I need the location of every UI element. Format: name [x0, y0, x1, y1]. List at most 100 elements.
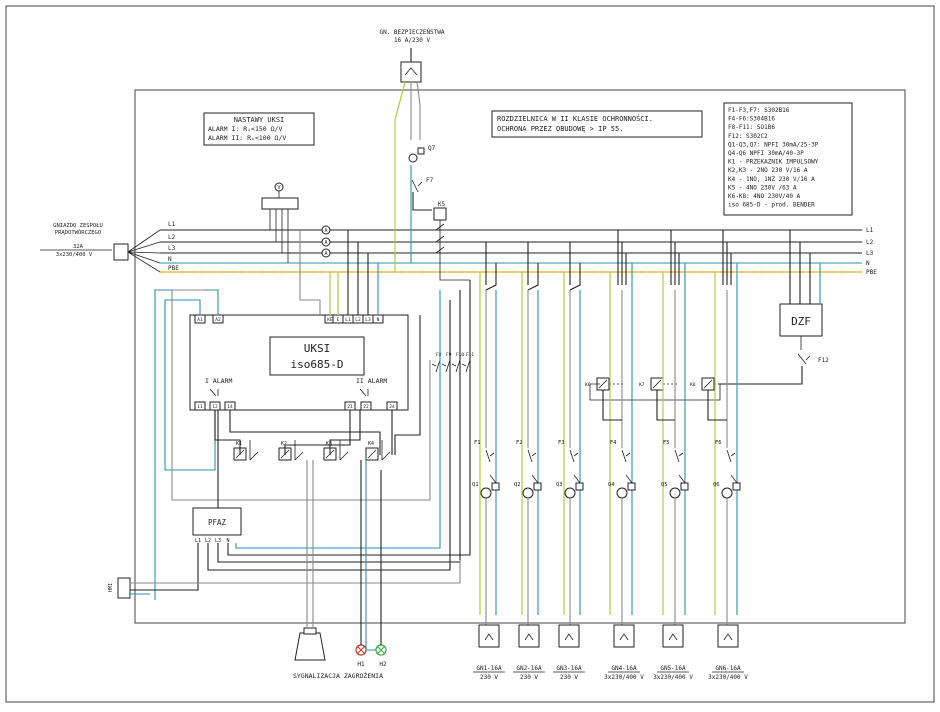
- title-note-line2: OCHRONA PRZEZ OBUDOWĘ > IP 55.: [497, 125, 623, 133]
- relay-k7: K7: [639, 377, 677, 391]
- bus-label-right-0: L1: [866, 227, 874, 234]
- output-rating: 3x230/400 V: [653, 674, 693, 681]
- pfaz-terminal-label: L1: [195, 538, 201, 544]
- hmi-device: [117, 577, 131, 599]
- voltmeter: V: [274, 182, 284, 192]
- bus-label-left-0: L1: [168, 221, 176, 228]
- fuse-f10: F10: [451, 352, 464, 373]
- bus-label-right-4: PBE: [866, 269, 877, 276]
- gen-socket-symbol: [113, 243, 129, 261]
- fuse-label: F8: [436, 352, 442, 358]
- gen-socket-line1: GNIAZDO ZESPOŁU: [53, 223, 103, 229]
- ammeter-3: A: [321, 248, 331, 258]
- relay-label: K1: [236, 441, 242, 447]
- uksi-alarm2: II ALARM: [356, 377, 387, 385]
- fuse-label: F3: [558, 440, 565, 446]
- fuse-label: F2: [516, 440, 523, 446]
- legend-item: K1 - PRZEKAŹNIK IMPULSOWY: [728, 158, 819, 166]
- legend-item: F8-F11: SO1B6: [728, 124, 775, 131]
- rcd-q7: Q7: [408, 145, 436, 163]
- legend-item: K4 - 1NO, 1NZ 230 V/16 A: [728, 176, 815, 183]
- uksi-terminal-bottom-label: 11: [197, 404, 203, 410]
- dzf-label: DZF: [791, 315, 811, 328]
- output-rating: 230 V: [560, 674, 578, 681]
- gen-socket-line4: 3x230/400 V: [56, 252, 93, 258]
- legend-box: [723, 102, 853, 216]
- relay-label: K3: [326, 441, 332, 447]
- fuse-f7: F7: [411, 177, 434, 193]
- rcd-label: Q3: [556, 482, 563, 488]
- legend-item: Q1-Q3,Q7: NPFI 30mA/25-3P: [728, 141, 819, 148]
- output-rating: 230 V: [480, 674, 498, 681]
- relay-label: K4: [368, 441, 374, 447]
- bus-label-right-1: L2: [866, 239, 874, 246]
- relay-k8: K8: [690, 377, 728, 391]
- pfaz-terminal-label: N: [226, 538, 229, 544]
- settings-box: [203, 112, 315, 146]
- enclosure-frame: [134, 89, 906, 624]
- fuse-f8: F8: [431, 352, 442, 373]
- siren: [294, 632, 326, 661]
- bus-label-left-3: N: [168, 256, 172, 263]
- output-name: GN5-16A: [660, 665, 686, 672]
- svg-text:Q7: Q7: [428, 145, 436, 152]
- legend-item: F1-F3,F7: S302B16: [728, 107, 790, 114]
- uksi-terminal-bottom-label: 24: [389, 404, 395, 410]
- fuse-label: F6: [715, 440, 722, 446]
- relay-k2: K2: [278, 440, 304, 461]
- lamp-h2-label: H2: [379, 661, 387, 668]
- ammeter-1: A: [321, 225, 331, 235]
- settings-title: NASTAWY UKSI: [234, 116, 285, 124]
- gen-socket-line2: PRĄDOTWÓRCZEGO: [55, 229, 101, 236]
- rcd-label: Q4: [608, 482, 615, 488]
- uksi-terminal-top-label: L1: [345, 317, 351, 323]
- lamp-h1-label: H1: [357, 661, 365, 668]
- legend-item: K6-K8: 4NO 230V/40 A: [728, 193, 801, 200]
- rcd-label: Q2: [514, 482, 521, 488]
- output-name: GN6-16A: [715, 665, 741, 672]
- top-socket-line2: 16 A/230 V: [394, 37, 431, 44]
- settings-alarm2: ALARM II: Rᵢ<100 Ω/V: [208, 134, 286, 142]
- output-name: GN4-16A: [611, 665, 637, 672]
- uksi-terminal-top-label: L3: [365, 317, 371, 323]
- rcd-label: Q6: [713, 482, 720, 488]
- relay-k4: K4: [365, 440, 391, 461]
- page-frame: [5, 5, 935, 703]
- bus-label-left-1: L2: [168, 234, 176, 241]
- uksi-terminal-top-label: E: [337, 317, 340, 323]
- relay-k5: [433, 207, 447, 221]
- pfaz-name: PFAZ: [208, 518, 227, 527]
- relay-label: K7: [639, 382, 645, 388]
- relay-k5-label: K5: [438, 201, 446, 208]
- relay-k3: K3: [323, 440, 349, 461]
- relay-k1: K1: [233, 440, 259, 461]
- top-socket-line1: GN. BEZPIECZEŃSTWA: [379, 29, 444, 36]
- ammeter-2: A: [321, 237, 331, 247]
- output-name: GN1-16A: [476, 665, 502, 672]
- uksi-alarm1: I ALARM: [205, 377, 232, 385]
- gen-socket-line3: 32A: [73, 244, 84, 250]
- bus-label-left-4: PBE: [168, 265, 179, 272]
- relay-label: K2: [281, 441, 287, 447]
- output-name: GN3-16A: [556, 665, 582, 672]
- uksi-terminal-bottom: [360, 401, 372, 411]
- output-name: GN2-16A: [516, 665, 542, 672]
- title-note-line1: ROZDZIELNICA W II KLASIE OCHRONNOŚCI.: [497, 114, 653, 123]
- voltmeter-switch: [261, 197, 299, 210]
- uksi-terminal-top-label: A1: [197, 317, 203, 323]
- fuse-label: F5: [663, 440, 670, 446]
- uksi-name2: iso685-D: [291, 358, 344, 371]
- legend-item: F12: S302C2: [728, 133, 768, 140]
- legend-item: iso 685-D - prod. BENDER: [728, 202, 815, 209]
- bus-label-right-3: N: [866, 260, 870, 267]
- pfaz-terminal-label: L3: [215, 538, 221, 544]
- bus-label-left-2: L3: [168, 245, 176, 252]
- pfaz-block: [192, 507, 242, 536]
- svg-text:A: A: [324, 240, 327, 246]
- uksi-terminal-top-label: N: [377, 317, 380, 323]
- uksi-terminal-bottom-label: 14: [227, 404, 233, 410]
